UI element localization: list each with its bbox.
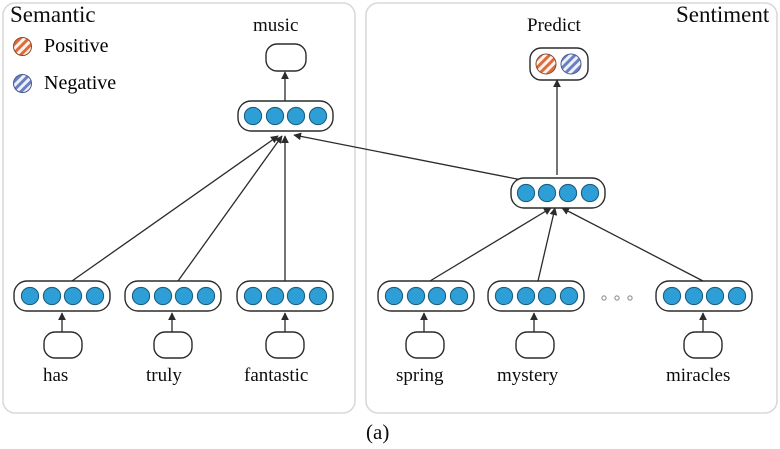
- striped-circle-negative-icon: [560, 53, 582, 75]
- striped-circle-positive-icon: [535, 53, 557, 75]
- token-pill-mystery[interactable]: [515, 331, 555, 359]
- edge-truly-to-composition: [177, 135, 283, 282]
- music-output-label: music: [253, 15, 299, 36]
- word-label-mystery: mystery: [497, 365, 559, 386]
- edge-spring-to-composition: [429, 207, 552, 282]
- striped-circle-negative-icon: [13, 74, 32, 93]
- ellipsis-icon: [601, 295, 633, 301]
- legend-item-positive: Positive: [12, 35, 108, 58]
- legend-label-positive: Positive: [44, 35, 109, 57]
- figure-caption: (a): [366, 420, 390, 444]
- semantic-composition-node[interactable]: [237, 100, 334, 132]
- edge-has-to-composition: [71, 135, 279, 282]
- word-label-spring: spring: [396, 365, 444, 386]
- embedding-box-mystery[interactable]: [487, 280, 585, 312]
- word-label-has: has: [43, 365, 69, 386]
- token-pill-fantastic[interactable]: [265, 331, 305, 359]
- predict-output-label: Predict: [527, 15, 581, 36]
- predict-output-node[interactable]: [529, 47, 589, 81]
- music-output-node[interactable]: [265, 43, 307, 72]
- panel-title-semantic: Semantic: [10, 2, 96, 27]
- token-pill-truly[interactable]: [153, 331, 193, 359]
- embedding-box-miracles[interactable]: [655, 280, 753, 312]
- word-label-miracles: miracles: [666, 365, 731, 386]
- striped-circle-positive-icon: [13, 37, 32, 56]
- token-pill-spring[interactable]: [405, 331, 445, 359]
- embedding-box-spring[interactable]: [377, 280, 475, 312]
- word-label-truly: truly: [146, 365, 182, 386]
- panel-title-sentiment: Sentiment: [676, 2, 770, 27]
- token-pill-miracles[interactable]: [683, 331, 723, 359]
- embedding-box-has[interactable]: [13, 280, 111, 312]
- edge-sentiment-composition-to-music: [293, 132, 523, 181]
- legend-item-negative: Negative: [12, 72, 116, 95]
- legend-label-negative: Negative: [44, 72, 117, 94]
- embedding-box-fantastic[interactable]: [236, 280, 334, 312]
- embedding-box-truly[interactable]: [124, 280, 222, 312]
- edge-mystery-to-composition: [537, 207, 558, 282]
- sentiment-composition-node[interactable]: [510, 177, 606, 209]
- word-label-fantastic: fantastic: [244, 365, 309, 386]
- token-pill-has[interactable]: [43, 331, 83, 359]
- edge-miracles-to-composition: [561, 207, 704, 282]
